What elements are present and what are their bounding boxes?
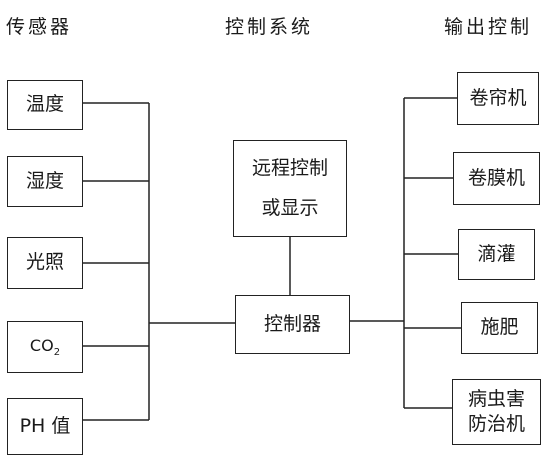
light-label: 光照 [25, 251, 64, 274]
humidity-box: 湿度 [7, 156, 83, 207]
co2-box: CO2 [7, 321, 83, 373]
fertilization-label: 施肥 [480, 316, 519, 339]
pest-control-label-line1: 病虫害 [467, 388, 525, 411]
drip-irrigation-box: 滴灌 [458, 229, 535, 280]
film-machine-box: 卷膜机 [453, 152, 540, 205]
temperature-box: 温度 [7, 80, 83, 130]
light-box: 光照 [7, 237, 83, 289]
co2-label-main: CO [29, 335, 54, 355]
curtain-machine-box: 卷帘机 [457, 72, 539, 125]
pest-control-box: 病虫害 防治机 [452, 379, 541, 445]
fertilization-box: 施肥 [461, 302, 538, 354]
output-control-header: 输出控制 [444, 16, 533, 38]
controller-label: 控制器 [263, 312, 321, 335]
ph-label: PH 值 [19, 414, 71, 437]
controller-box: 控制器 [235, 295, 350, 354]
remote-control-label-line2: 或显示 [261, 196, 319, 219]
drip-irrigation-label: 滴灌 [477, 242, 516, 265]
co2-label-subscript: 2 [53, 346, 61, 358]
curtain-machine-label: 卷帘机 [469, 86, 527, 109]
sensors-header: 传感器 [6, 16, 73, 38]
co2-label: CO2 [30, 334, 60, 361]
remote-control-label-line1: 远程控制 [251, 156, 328, 179]
ph-box: PH 值 [7, 398, 83, 455]
humidity-label: 湿度 [25, 169, 64, 192]
film-machine-label: 卷膜机 [467, 166, 525, 189]
control-system-header: 控制系统 [225, 16, 314, 38]
remote-control-box: 远程控制 或显示 [233, 140, 347, 237]
temperature-label: 温度 [25, 93, 64, 116]
pest-control-label-line2: 防治机 [467, 413, 525, 435]
